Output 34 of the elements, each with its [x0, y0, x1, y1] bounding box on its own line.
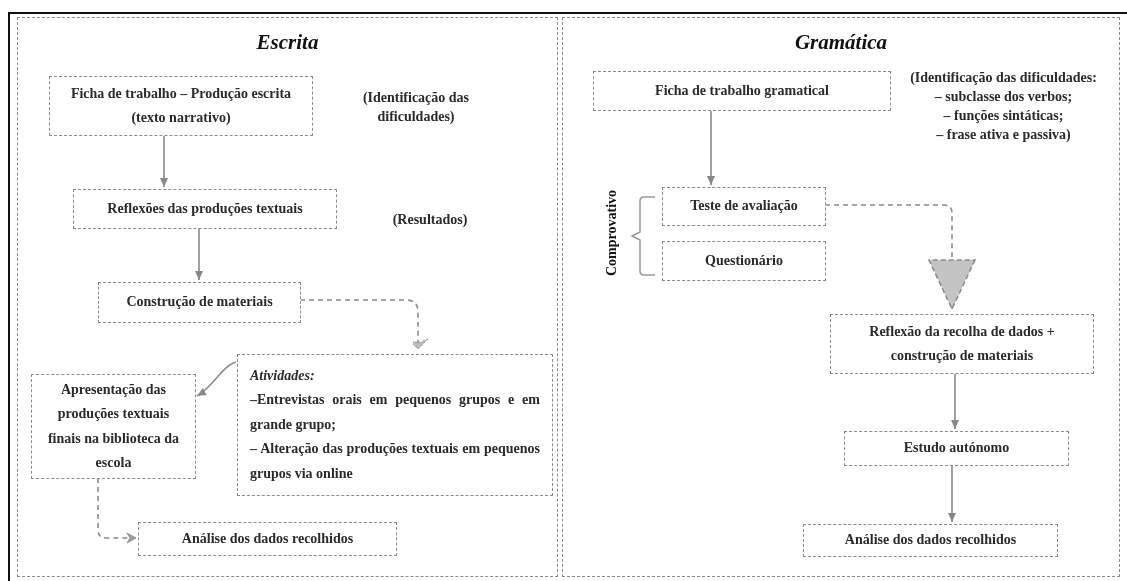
panel [17, 17, 558, 577]
box-text: Análise dos dados recolhidos [180, 529, 355, 548]
box-text: Questionário [704, 251, 784, 270]
box-text: Teste de avaliação [689, 197, 799, 216]
box-text: Apresentação das produções textuais finais na biblioteca da escola [46, 380, 181, 472]
note-text: – frase ativa e passiva) [935, 125, 1072, 144]
box-text: – Alteração das produções textuais em pequenos grupos via online [250, 440, 540, 483]
arrow [195, 227, 203, 281]
arrow [824, 204, 976, 310]
note-text: (Identificação das dificuldades) [361, 89, 471, 126]
box-text: Ficha de trabalho – Produção escrita (texto narrativo) [69, 84, 293, 127]
arrow [160, 134, 168, 188]
note-text: – funções sintáticas; [942, 106, 1065, 125]
note-text: – subclasse dos verbos; [933, 87, 1074, 106]
note-text: (Resultados) [391, 211, 469, 229]
panel-title: Gramática [793, 30, 889, 55]
panel [562, 17, 1120, 577]
box-text: –Entrevistas orais em pequenos grupos e em grande grupo; [250, 391, 540, 434]
box-text: Construção de materiais [125, 293, 274, 312]
bracket-label: Comprovativo [604, 188, 620, 278]
box-text: Estudo autónomo [902, 439, 1011, 458]
note-text: (Identificação das dificuldades: [909, 69, 1098, 87]
arrow [948, 464, 956, 523]
box-text: Ficha de trabalho gramatical [654, 81, 830, 100]
box-text: Reflexões das produções textuais [106, 199, 304, 218]
arrow [196, 361, 237, 397]
box-text: Reflexão da recolha de dados + construção de materiais [868, 322, 1056, 365]
arrow [299, 299, 429, 350]
panel-title: Escrita [255, 30, 320, 55]
arrow [707, 109, 715, 186]
box-text: Análise dos dados recolhidos [843, 531, 1018, 550]
arrow [951, 372, 959, 430]
box-heading: Atividades: [250, 366, 316, 385]
arrow [97, 477, 137, 544]
